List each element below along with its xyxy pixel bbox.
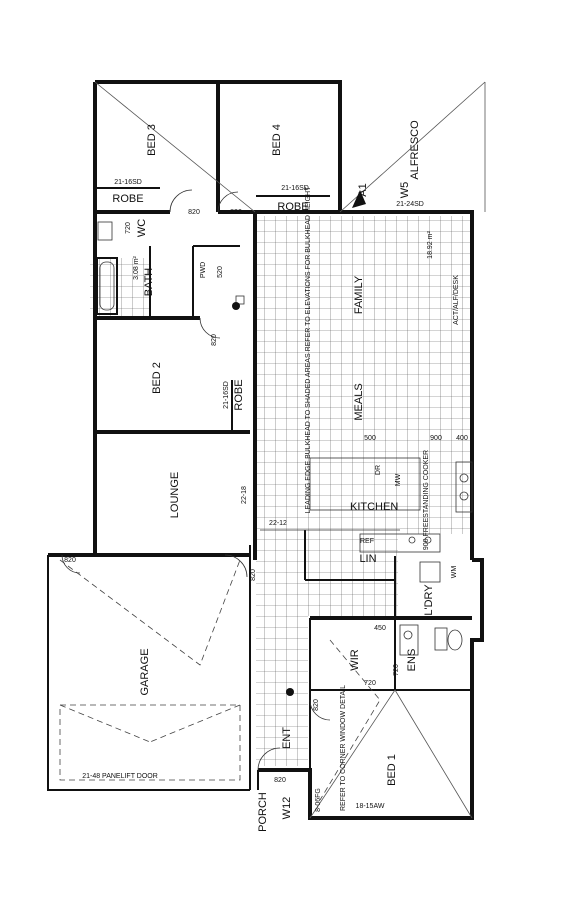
room-kitchen: KITCHEN bbox=[350, 501, 398, 513]
room-meals: MEALS bbox=[353, 383, 365, 420]
smoke-detector-icon bbox=[286, 688, 294, 696]
ceiling-22-18: 22-18 bbox=[241, 486, 248, 504]
room-garage: GARAGE bbox=[139, 648, 151, 695]
dim-400: 400 bbox=[456, 435, 468, 442]
room-wir: WIR bbox=[349, 649, 361, 670]
room-bed4: BED 4 bbox=[271, 124, 283, 156]
label-w5: W5 bbox=[399, 182, 411, 199]
room-ens: ENS bbox=[406, 649, 418, 672]
door-size-wc: 720 bbox=[125, 222, 132, 234]
door-size-ent: 820 bbox=[274, 777, 286, 784]
note-alfresco: ACT/ALF/DESK bbox=[453, 275, 460, 325]
area-bath: 3.08 m² bbox=[133, 255, 140, 279]
door-size-pwd: 520 bbox=[217, 266, 224, 278]
room-alfresco: ALFRESCO bbox=[409, 120, 421, 180]
room-lounge: LOUNGE bbox=[169, 472, 181, 518]
note-corner-window: REFER TO CORNER WINDOW DETAIL bbox=[340, 685, 347, 811]
window-alfresco: 21-24SD bbox=[396, 201, 424, 208]
room-bath: BATH bbox=[143, 268, 155, 297]
window-bed3: 21-16SD bbox=[114, 179, 142, 186]
label-mw: MW bbox=[395, 473, 402, 486]
fixtures bbox=[96, 221, 473, 656]
dim-450: 450 bbox=[374, 625, 386, 632]
room-porch: PORCH bbox=[257, 792, 269, 832]
label-wm: WM bbox=[451, 566, 458, 579]
room-pwd: PWD bbox=[200, 262, 207, 278]
doors bbox=[61, 189, 331, 771]
room-bed2: BED 2 bbox=[151, 362, 163, 394]
area-family: 18.92 m² bbox=[427, 231, 434, 259]
door-size-bed3: 820 bbox=[188, 209, 200, 216]
label-ref: REF bbox=[360, 538, 374, 545]
annotation-labels: 21-16SD 21-16SD 21-24SD 21-16SD 21-48 PA… bbox=[64, 179, 468, 819]
room-wc: WC bbox=[136, 219, 148, 237]
garage-door-label: 21-48 PANELIFT DOOR bbox=[82, 773, 158, 780]
door-size-bed1: 820 bbox=[313, 699, 320, 711]
arrow-icon bbox=[352, 190, 366, 208]
door-size-ens: 720 bbox=[393, 664, 400, 676]
tiled-floor bbox=[90, 216, 474, 766]
room-robe-bed3: ROBE bbox=[112, 193, 143, 205]
label-w12: W12 bbox=[281, 797, 293, 820]
room-lin: LIN bbox=[359, 553, 376, 565]
room-robe-bed2: ROBE bbox=[233, 379, 245, 410]
door-size-bed2: 820 bbox=[211, 334, 218, 346]
room-family: FAMILY bbox=[353, 275, 365, 314]
door-size-wir: 720 bbox=[364, 680, 376, 687]
smoke-detector-icon bbox=[232, 302, 240, 310]
note-bulkhead: LEADING EDGE BULKHEAD TO SHADED AREAS RE… bbox=[305, 186, 312, 513]
ceiling-22-12: 22-12 bbox=[269, 520, 287, 527]
window-bed1: 18-15AW bbox=[356, 803, 385, 810]
note-cooker: 900 FREESTANDING COOKER bbox=[423, 450, 430, 550]
label-dr: DR bbox=[375, 465, 382, 475]
door-size-lounge: 820 bbox=[250, 569, 257, 581]
door-size-garage: 820 bbox=[64, 557, 76, 564]
interior-walls bbox=[95, 82, 472, 790]
markers bbox=[232, 190, 366, 696]
room-bed3: BED 3 bbox=[146, 124, 158, 156]
dim-900: 900 bbox=[430, 435, 442, 442]
dim-500: 500 bbox=[364, 435, 376, 442]
room-robe-bed4: ROBE bbox=[277, 201, 308, 213]
window-porch: 8-06FG bbox=[315, 788, 322, 812]
window-bed2: 21-16SD bbox=[223, 381, 230, 409]
window-bed4: 21-16SD bbox=[281, 185, 309, 192]
room-l-dry: L'DRY bbox=[423, 584, 435, 616]
room-ent: ENT bbox=[281, 727, 293, 749]
roof-lines bbox=[59, 81, 486, 819]
door-size-bed4: 820 bbox=[230, 209, 242, 216]
room-labels: BED 3 BED 4 ALFRESCO BED 2 LOUNGE GARAGE… bbox=[112, 120, 435, 832]
room-bed1: BED 1 bbox=[386, 754, 398, 786]
